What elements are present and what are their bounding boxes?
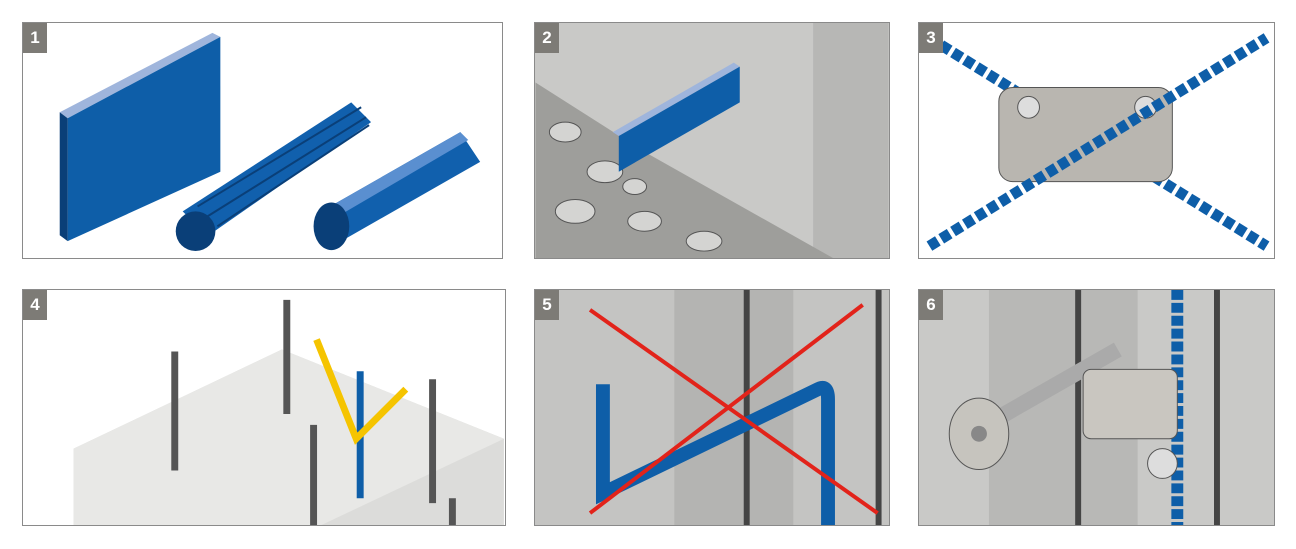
- fixed-earthing-point-illustration: [948, 290, 1220, 525]
- round-bar: [313, 132, 481, 251]
- panel-1: 1: [22, 22, 503, 259]
- conductor-shapes-illustration: [59, 32, 481, 252]
- stranded-wire: [175, 102, 372, 252]
- panel-number: 1: [23, 23, 47, 53]
- cross-clamp-illustration: [926, 33, 1270, 251]
- incorrect-bent-rebar-illustration: [588, 290, 882, 525]
- foundation-connection-illustration: [73, 299, 504, 525]
- panel-number: 2: [535, 23, 559, 53]
- strip-in-concrete-illustration: [535, 23, 889, 258]
- panel-3: 3: [918, 22, 1275, 259]
- panel-number: 3: [919, 23, 943, 53]
- red-cross-icon: [588, 303, 879, 515]
- panel-5: 5: [534, 289, 890, 526]
- panel-number: 6: [919, 290, 943, 320]
- panel-4: 4: [22, 289, 506, 526]
- panel-number: 5: [535, 290, 559, 320]
- panel-number: 4: [23, 290, 47, 320]
- panel-2: 2: [534, 22, 890, 259]
- panel-6: 6: [918, 289, 1275, 526]
